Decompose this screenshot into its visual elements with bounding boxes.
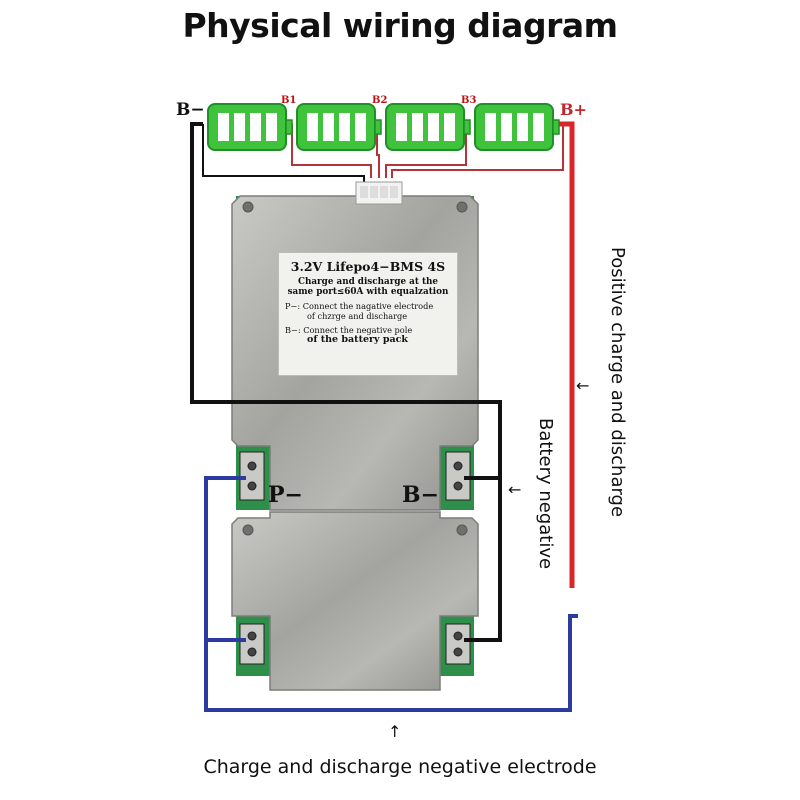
positive-wire: [559, 121, 575, 588]
page-title: Physical wiring diagram: [182, 6, 618, 45]
positive-arrow: ←: [576, 376, 590, 395]
battery-b1-label: B1: [281, 95, 297, 106]
board-pminus-label: P−: [268, 482, 303, 508]
battery-cell-3: [385, 103, 471, 151]
battery-negative-annotation: Battery negative: [535, 418, 556, 570]
bms-sticker: 3.2V Lifepo4−BMS 4S Charge and discharge…: [278, 252, 458, 376]
sticker-note-b1: B−: Connect the negative pole: [285, 325, 413, 335]
balance-wires: [291, 124, 564, 178]
negative-electrode-wire: [204, 476, 578, 712]
sticker-line-2: same port≤60A with equalzation: [287, 287, 449, 297]
board-bminus-label: B−: [402, 482, 440, 508]
battery-negative-wire: [190, 122, 502, 480]
battery-pack: [207, 103, 560, 151]
battery-cell-4: [474, 103, 560, 151]
sticker-title: 3.2V Lifepo4−BMS 4S: [290, 259, 446, 274]
battery-bplus-label: B+: [560, 100, 587, 119]
sticker-note-b2: of the battery pack: [307, 334, 408, 345]
battery-b3-label: B3: [461, 95, 477, 106]
bottom-annotation: Charge and discharge negative electrode: [203, 756, 597, 778]
sticker-note-p1: P−: Connect the nagative electrode: [285, 301, 434, 311]
sticker-note-p2: of chzrge and discharge: [307, 311, 408, 321]
battery-cell-2: [296, 103, 382, 151]
battery-b2-label: B2: [372, 95, 388, 106]
balance-wire-bminus: [202, 124, 365, 182]
bottom-arrow: ↑: [388, 722, 402, 741]
battery-negative-wire-lower: [464, 478, 502, 642]
terminal-pads: [239, 451, 471, 665]
battery-bminus-label: B−: [176, 100, 205, 120]
sticker-line-1: Charge and discharge at the: [297, 277, 439, 287]
battery-cell-1: [207, 103, 293, 151]
battery-negative-arrow: ←: [508, 480, 522, 499]
positive-annotation: Positive charge and discharge: [607, 247, 628, 518]
